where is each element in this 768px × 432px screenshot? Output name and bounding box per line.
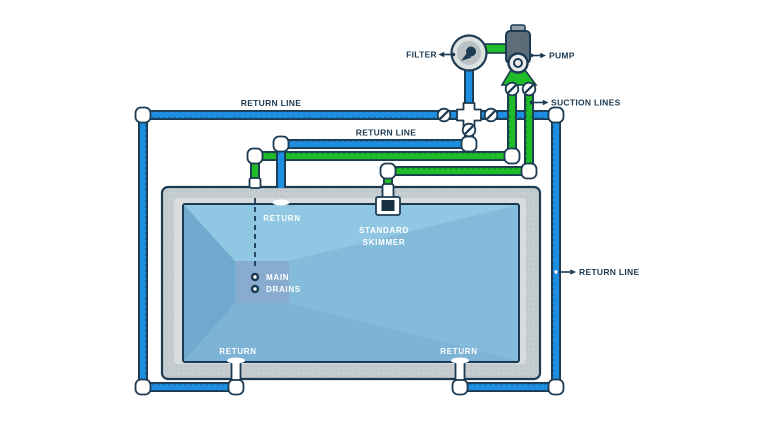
return-line-top-label: RETURN LINE: [241, 98, 301, 108]
pipe-elbow-fitting: [451, 378, 469, 396]
return-loop-pipe: [139, 111, 560, 391]
valves: [436, 107, 499, 138]
pump: [500, 24, 538, 86]
filter-handle: [461, 53, 472, 61]
skimmer-mouth: [381, 200, 395, 211]
main-drain-suction-pipe: [251, 85, 516, 184]
equipment: [450, 24, 538, 97]
pump-label: PUMP: [549, 51, 575, 61]
suction-lines-label: SUCTION LINES: [551, 98, 621, 108]
suction-deck-stub: [248, 177, 262, 189]
valve: [521, 81, 537, 97]
pipe-elbow-fitting: [246, 147, 264, 165]
pipe-elbow-fitting: [520, 162, 538, 180]
arrow-right-icon: [542, 99, 549, 106]
skimmer: [375, 196, 401, 216]
leader-dot: [554, 270, 558, 274]
pipe-elbow-fitting: [547, 378, 565, 396]
main-drains-label-line1: MAIN: [266, 273, 289, 282]
skimmer-deck-stub: [381, 183, 395, 199]
valve: [483, 107, 499, 123]
leaders: [438, 51, 576, 275]
return-inlet-bottom-right-label: RETURN: [440, 347, 478, 356]
pipe-elbow-fitting: [272, 135, 290, 153]
skimmer-label-line1: STANDARD: [359, 226, 409, 235]
main-drain-2-center: [253, 287, 257, 291]
pool-fittings: [227, 177, 469, 381]
return-jet-bottom-right: [451, 357, 469, 364]
leader-dot: [529, 100, 534, 105]
pipe-elbow-fitting: [134, 106, 152, 124]
pipe-elbow-fitting: [379, 162, 397, 180]
pipe-elbow-fitting: [134, 378, 152, 396]
deep-end-floor: [235, 261, 289, 303]
pipe-elbow-fitting: [503, 147, 521, 165]
return-deck-stub: [230, 361, 242, 381]
pipe-texture: [144, 93, 555, 386]
pipe-elbow-fitting: [547, 106, 565, 124]
filter-label: FILTER: [406, 50, 437, 60]
return-deck-stub: [454, 361, 466, 381]
valve: [461, 122, 477, 138]
main-drain-1-center: [253, 275, 257, 279]
arrow-left-icon: [438, 51, 445, 58]
pipe-elbow-fitting: [460, 135, 478, 153]
return-inlet-bottom-left-label: RETURN: [219, 347, 257, 356]
return-jet-top: [272, 199, 290, 206]
leader-dot: [451, 52, 456, 57]
leader-dot: [529, 53, 534, 58]
pipe-elbow-fitting: [227, 378, 245, 396]
arrow-right-icon: [570, 269, 576, 275]
filter: [450, 34, 488, 72]
main-drains-label-line2: DRAINS: [266, 285, 301, 294]
return-inlet-top-label: RETURN: [263, 214, 301, 223]
valve: [436, 107, 452, 123]
return-jet-bottom-left: [227, 357, 245, 364]
elbow-fittings: [134, 106, 565, 396]
pool: [160, 185, 542, 381]
skimmer-label-line2: SKIMMER: [363, 238, 406, 247]
return-line-right-label: RETURN LINE: [579, 267, 639, 277]
water-left-wall: [184, 205, 235, 361]
pump-impeller-eye: [513, 58, 523, 68]
return-line-middle-label: RETURN LINE: [356, 128, 416, 138]
labels: RETURN LINE RETURN LINE FILTER PUMP SUCT…: [219, 50, 639, 357]
water-shallow-slope: [184, 205, 518, 261]
arrow-right-icon: [540, 52, 546, 59]
valve: [504, 81, 520, 97]
water-bottom-slope: [184, 303, 518, 361]
